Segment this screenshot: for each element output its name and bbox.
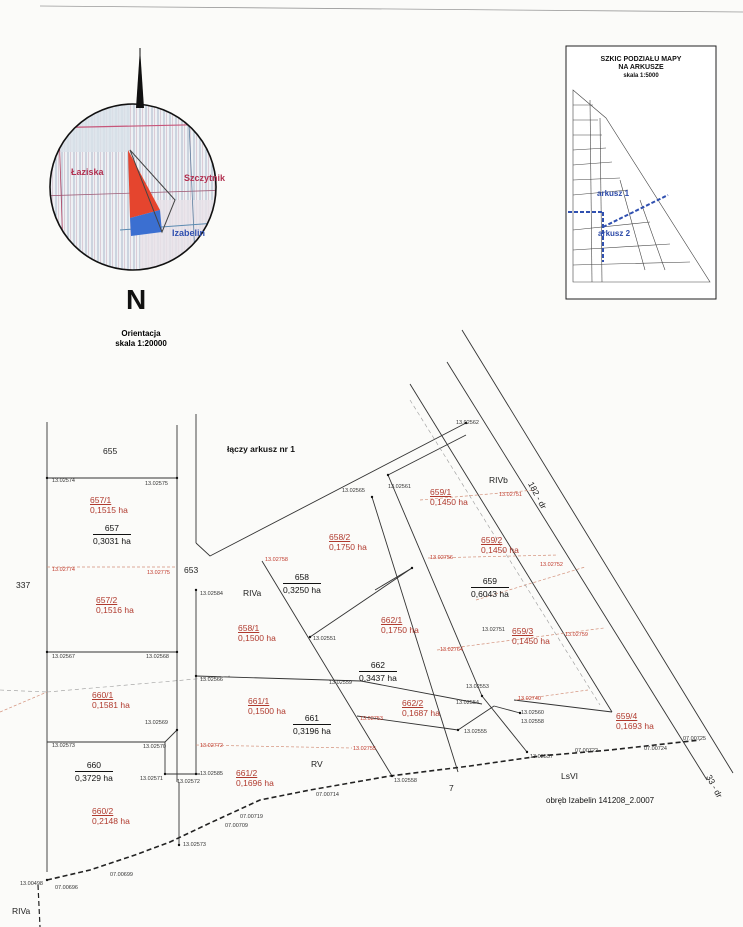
point: 13.02751 xyxy=(482,627,505,633)
point: 13.02569 xyxy=(145,720,168,726)
point: 13.02751 xyxy=(499,492,522,498)
place-szczytnik: Szczytnik xyxy=(184,173,226,183)
precinct-boundary xyxy=(46,739,701,881)
join-note: łączy arkusz nr 1 xyxy=(227,444,296,454)
inset-sheet-1: arkusz 1 xyxy=(597,189,630,198)
place-laziska: Łaziska xyxy=(71,167,104,177)
parcel-7: 7 xyxy=(449,783,454,793)
inset-title: SZKIC PODZIAŁU MAPY NA ARKUSZE skala 1:5… xyxy=(566,56,716,80)
class-riva-2: RIVa xyxy=(12,906,31,916)
point: 13.02571 xyxy=(140,776,163,782)
parcel-653: 653 xyxy=(184,565,199,575)
point: 07.00714 xyxy=(316,792,339,798)
point: 13.02567 xyxy=(52,654,75,660)
point: 13.02559 xyxy=(329,680,352,686)
inset-sheet-2: arkusz 2 xyxy=(598,229,631,238)
parcel-boundaries xyxy=(46,329,734,872)
point: 07.00719 xyxy=(240,814,263,820)
point: 13.00498 xyxy=(20,881,43,887)
inset-sketch-lines xyxy=(572,89,711,283)
point: 13.02554 xyxy=(456,700,479,706)
point: 07.00722 xyxy=(575,748,598,754)
point: 13.02565 xyxy=(342,488,365,494)
point: 13.02568 xyxy=(146,654,169,660)
point: 13.02574 xyxy=(52,478,75,484)
point: 13.02775 xyxy=(147,570,170,576)
point: 13.02753 xyxy=(360,716,383,722)
inset-scale: skala 1:5000 xyxy=(623,73,659,79)
orientation-map xyxy=(50,104,216,270)
precinct-label: obręb Izabelin 141208_2.0007 xyxy=(546,796,655,805)
parcel-655: 655 xyxy=(103,446,118,456)
point: 13.02584 xyxy=(200,591,223,597)
point: 13.02570 xyxy=(143,744,166,750)
point: 13.02561 xyxy=(388,484,411,490)
point: 13.02558 xyxy=(521,719,544,725)
point: 13.02740 xyxy=(518,696,541,702)
point: 13.02557 xyxy=(530,754,553,760)
point: 07.00725 xyxy=(683,736,706,742)
point: 13.02560 xyxy=(521,710,544,716)
point: 13.02774 xyxy=(52,567,75,573)
point: 07.00709 xyxy=(225,823,248,829)
point: 07.00696 xyxy=(55,885,78,891)
point: 13.02553 xyxy=(466,684,489,690)
point: 13.02759 xyxy=(565,632,588,638)
orientation-label: Orientacja xyxy=(121,329,161,338)
point: 07.00724 xyxy=(644,746,667,752)
point: 13.02756 xyxy=(430,555,453,561)
inset-title-line2: NA ARKUSZE xyxy=(618,64,664,71)
point: 13.02755 xyxy=(353,746,376,752)
point: 13.02752 xyxy=(540,562,563,568)
point: 13.02575 xyxy=(145,481,168,487)
class-rv: RV xyxy=(311,759,323,769)
place-izabelin: Izabelin xyxy=(172,228,206,238)
point: 13.02758 xyxy=(265,557,288,563)
class-rivb: RIVb xyxy=(489,475,508,485)
division-lines xyxy=(0,489,605,749)
point: 07.00699 xyxy=(110,872,133,878)
orientation-scale: skala 1:20000 xyxy=(115,339,167,348)
orientation-caption: Orientacja skala 1:20000 xyxy=(91,329,191,349)
point: 13.02764 xyxy=(440,647,463,653)
point: 13.02551 xyxy=(313,636,336,642)
inset-title-line1: SZKIC PODZIAŁU MAPY xyxy=(600,56,682,63)
point: 13.02558 xyxy=(394,778,417,784)
class-lsvi: LsVI xyxy=(561,771,579,781)
point: 13.02573 xyxy=(52,743,75,749)
north-letter: N xyxy=(126,284,147,315)
point: 13.02555 xyxy=(464,729,487,735)
point: 13.02585 xyxy=(200,771,223,777)
parcel-337: 337 xyxy=(16,580,31,590)
class-riva: RIVa xyxy=(243,588,262,598)
point: 13.02573 xyxy=(183,842,206,848)
point: 13.02562 xyxy=(456,420,479,426)
point: 13.02772 xyxy=(200,743,223,749)
point: 13.02572 xyxy=(177,779,200,785)
point: 13.02566 xyxy=(200,677,223,683)
